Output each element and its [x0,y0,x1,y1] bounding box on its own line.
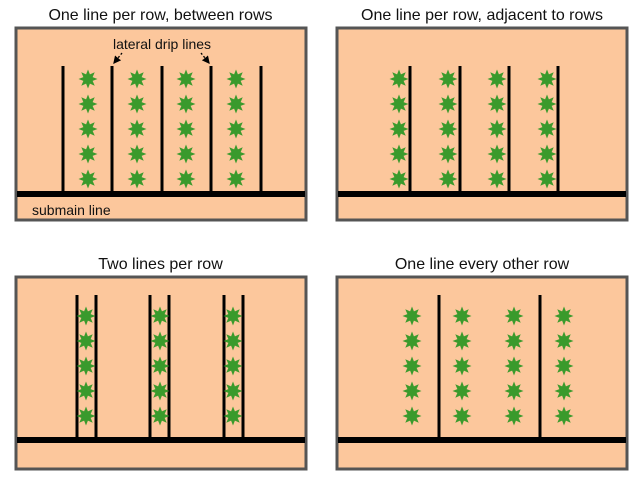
plant-icon [176,94,196,114]
plant-icon [176,144,196,164]
plant-icon [554,306,574,326]
lateral-drip-lines-label: lateral drip lines [113,36,211,52]
plant-icon [223,331,243,351]
plant-icon [402,331,422,351]
plant-icon [438,144,458,164]
plant-icon [127,144,147,164]
plant-icon [402,306,422,326]
plant-icon [554,381,574,401]
plant-icon [452,306,472,326]
plant-icon [554,331,574,351]
plant-icon [438,69,458,89]
panel-title-2: One line per row, adjacent to rows [361,7,603,24]
plant-icon [76,331,96,351]
plant-icon [127,69,147,89]
plant-icon [150,356,170,376]
plant-icon [452,356,472,376]
plant-icon [504,331,524,351]
plant-icon [487,69,507,89]
plant-icon [504,306,524,326]
panel-title-1: One line per row, between rows [48,7,273,24]
plant-icon [76,356,96,376]
plant-icon [438,119,458,139]
plant-icon [78,169,98,189]
plant-icon [78,119,98,139]
plant-icon [452,331,472,351]
plant-icon [150,406,170,426]
plant-icon [402,381,422,401]
plant-icon [402,356,422,376]
plant-icon [504,406,524,426]
plant-icon [389,69,409,89]
plant-icon [537,119,557,139]
plant-icon [78,69,98,89]
field-panel-2 [335,26,629,222]
panel-title-3: Two lines per row [98,256,223,273]
plant-icon [537,94,557,114]
plant-icon [78,94,98,114]
plant-icon [487,144,507,164]
plant-icon [554,406,574,426]
panel-title-4: One line every other row [394,256,570,273]
plant-icon [223,406,243,426]
plant-icon [226,144,246,164]
plant-icon [127,94,147,114]
plant-icon [438,94,458,114]
plant-icon [487,169,507,189]
plant-icon [223,306,243,326]
plant-icon [176,69,196,89]
plant-icon [537,69,557,89]
plant-icon [438,169,458,189]
plant-icon [223,381,243,401]
plant-icon [76,381,96,401]
plant-icon [389,144,409,164]
plant-icon [150,306,170,326]
plant-icon [452,406,472,426]
plant-icon [389,119,409,139]
plant-icon [223,356,243,376]
plant-icon [487,94,507,114]
plant-icon [226,119,246,139]
plant-icon [389,169,409,189]
plant-icon [504,356,524,376]
plant-icon [389,94,409,114]
plant-icon [76,306,96,326]
plant-icon [226,94,246,114]
plant-icon [537,169,557,189]
plant-icon [150,331,170,351]
submain-line-label: submain line [32,202,111,218]
plant-icon [504,381,524,401]
plant-icon [150,381,170,401]
plant-icon [176,169,196,189]
plant-icon [537,144,557,164]
plant-icon [127,119,147,139]
plant-icon [78,144,98,164]
plant-icon [402,406,422,426]
plant-icon [76,406,96,426]
plant-icon [452,381,472,401]
plant-icon [226,69,246,89]
plant-icon [226,169,246,189]
plant-icon [487,119,507,139]
plant-icon [127,169,147,189]
plant-icon [554,356,574,376]
plant-icon [176,119,196,139]
